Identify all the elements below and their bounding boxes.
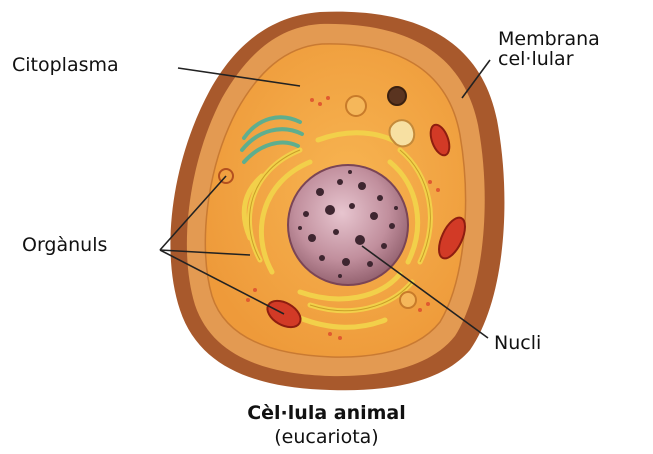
vesicle-bottom: [400, 292, 416, 308]
label-nucleus: Nucli: [494, 334, 541, 354]
label-organelles: Orgànuls: [22, 236, 107, 256]
label-cytoplasm: Citoplasma: [12, 56, 119, 76]
label-membrane: Membrana cel·lular: [498, 30, 600, 70]
vesicle-dark: [388, 87, 406, 105]
vacuole: [389, 120, 414, 146]
caption-title: Cèl·lula animal: [0, 402, 653, 424]
caption-subtitle: (eucariota): [0, 426, 653, 448]
vesicle-small: [346, 96, 366, 116]
